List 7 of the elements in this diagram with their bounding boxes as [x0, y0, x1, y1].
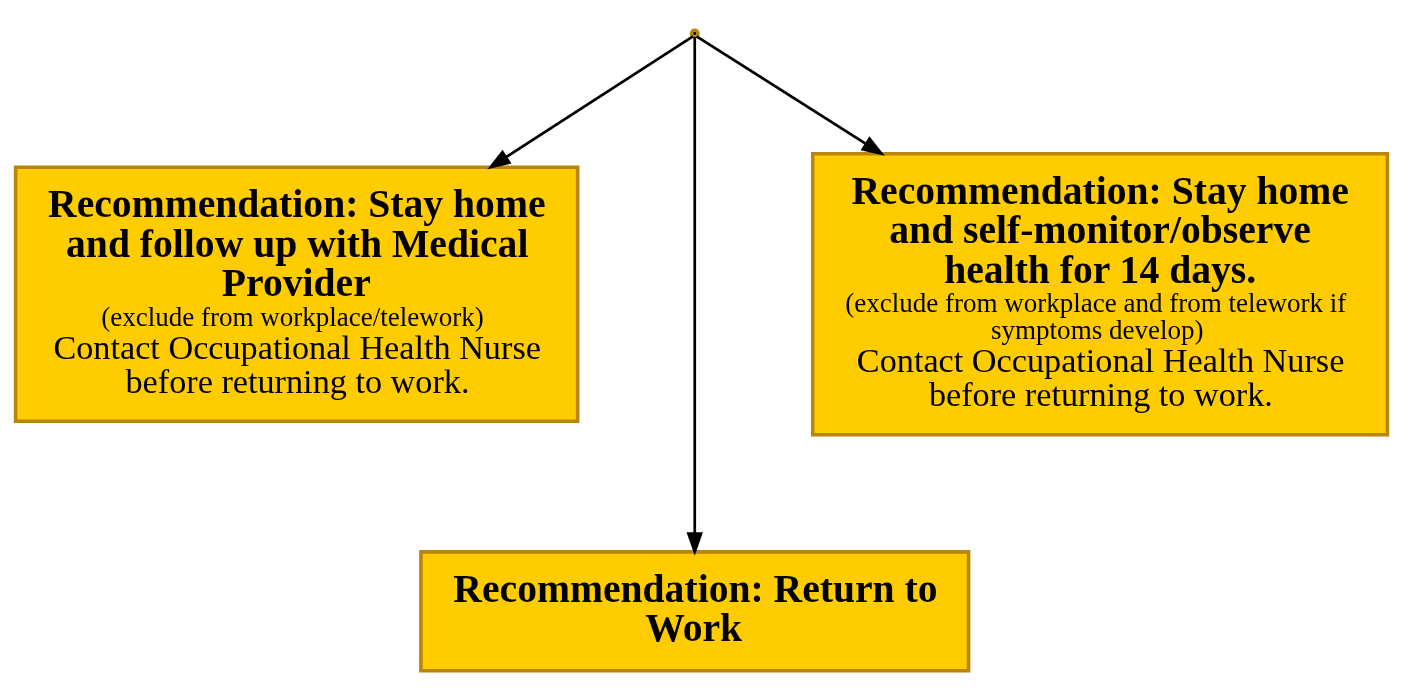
- node-box: Recommendation: Stay home and follow up with Medical Provider (exclude from workplace/telework) Contact Occupational Health Nurse before returning to work.: [13, 165, 580, 423]
- node-box: Recommendation: Stay home and self-monitor/observe health for 14 days. (exclude from workplace and from telework if symptoms develop) Contact Occupational Health Nurse before returning to work.: [810, 151, 1390, 437]
- arrow: [695, 34, 885, 156]
- node-box: Recommendation: Return to Work: [419, 549, 971, 673]
- node-point: [689, 27, 700, 38]
- arrow: [487, 34, 694, 169]
- arrow: [686, 36, 703, 556]
